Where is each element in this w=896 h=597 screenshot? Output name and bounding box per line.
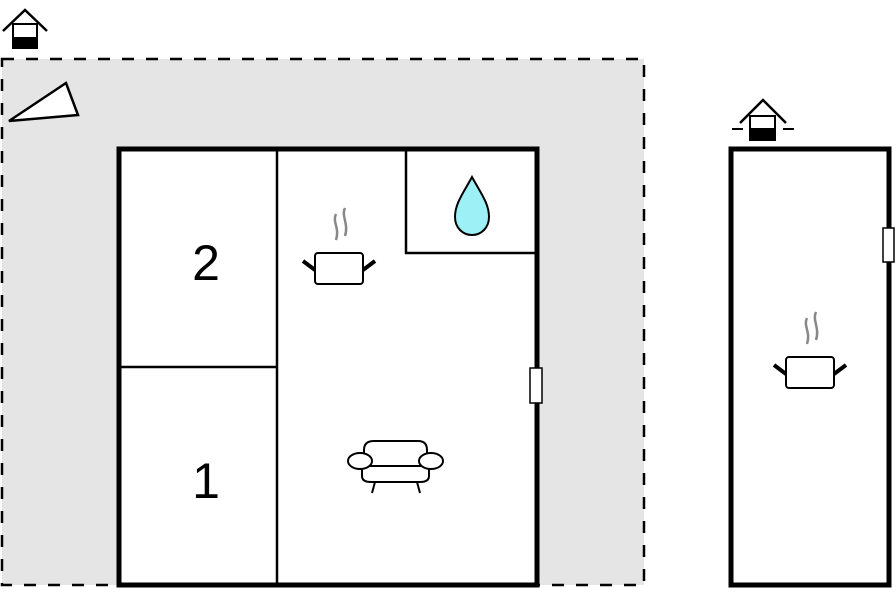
kitchen-pot-icon <box>772 311 848 389</box>
door <box>882 227 895 263</box>
sofa-icon <box>347 440 444 494</box>
kitchen-pot-icon <box>301 207 377 285</box>
annex-entrance-icon <box>732 98 794 141</box>
door <box>529 367 543 404</box>
house-entrance-icon <box>2 8 48 49</box>
room-label-2: 2 <box>192 235 220 291</box>
room-label-1: 1 <box>192 453 220 509</box>
water-drop-icon <box>453 174 491 237</box>
compass-north-icon <box>8 81 80 123</box>
